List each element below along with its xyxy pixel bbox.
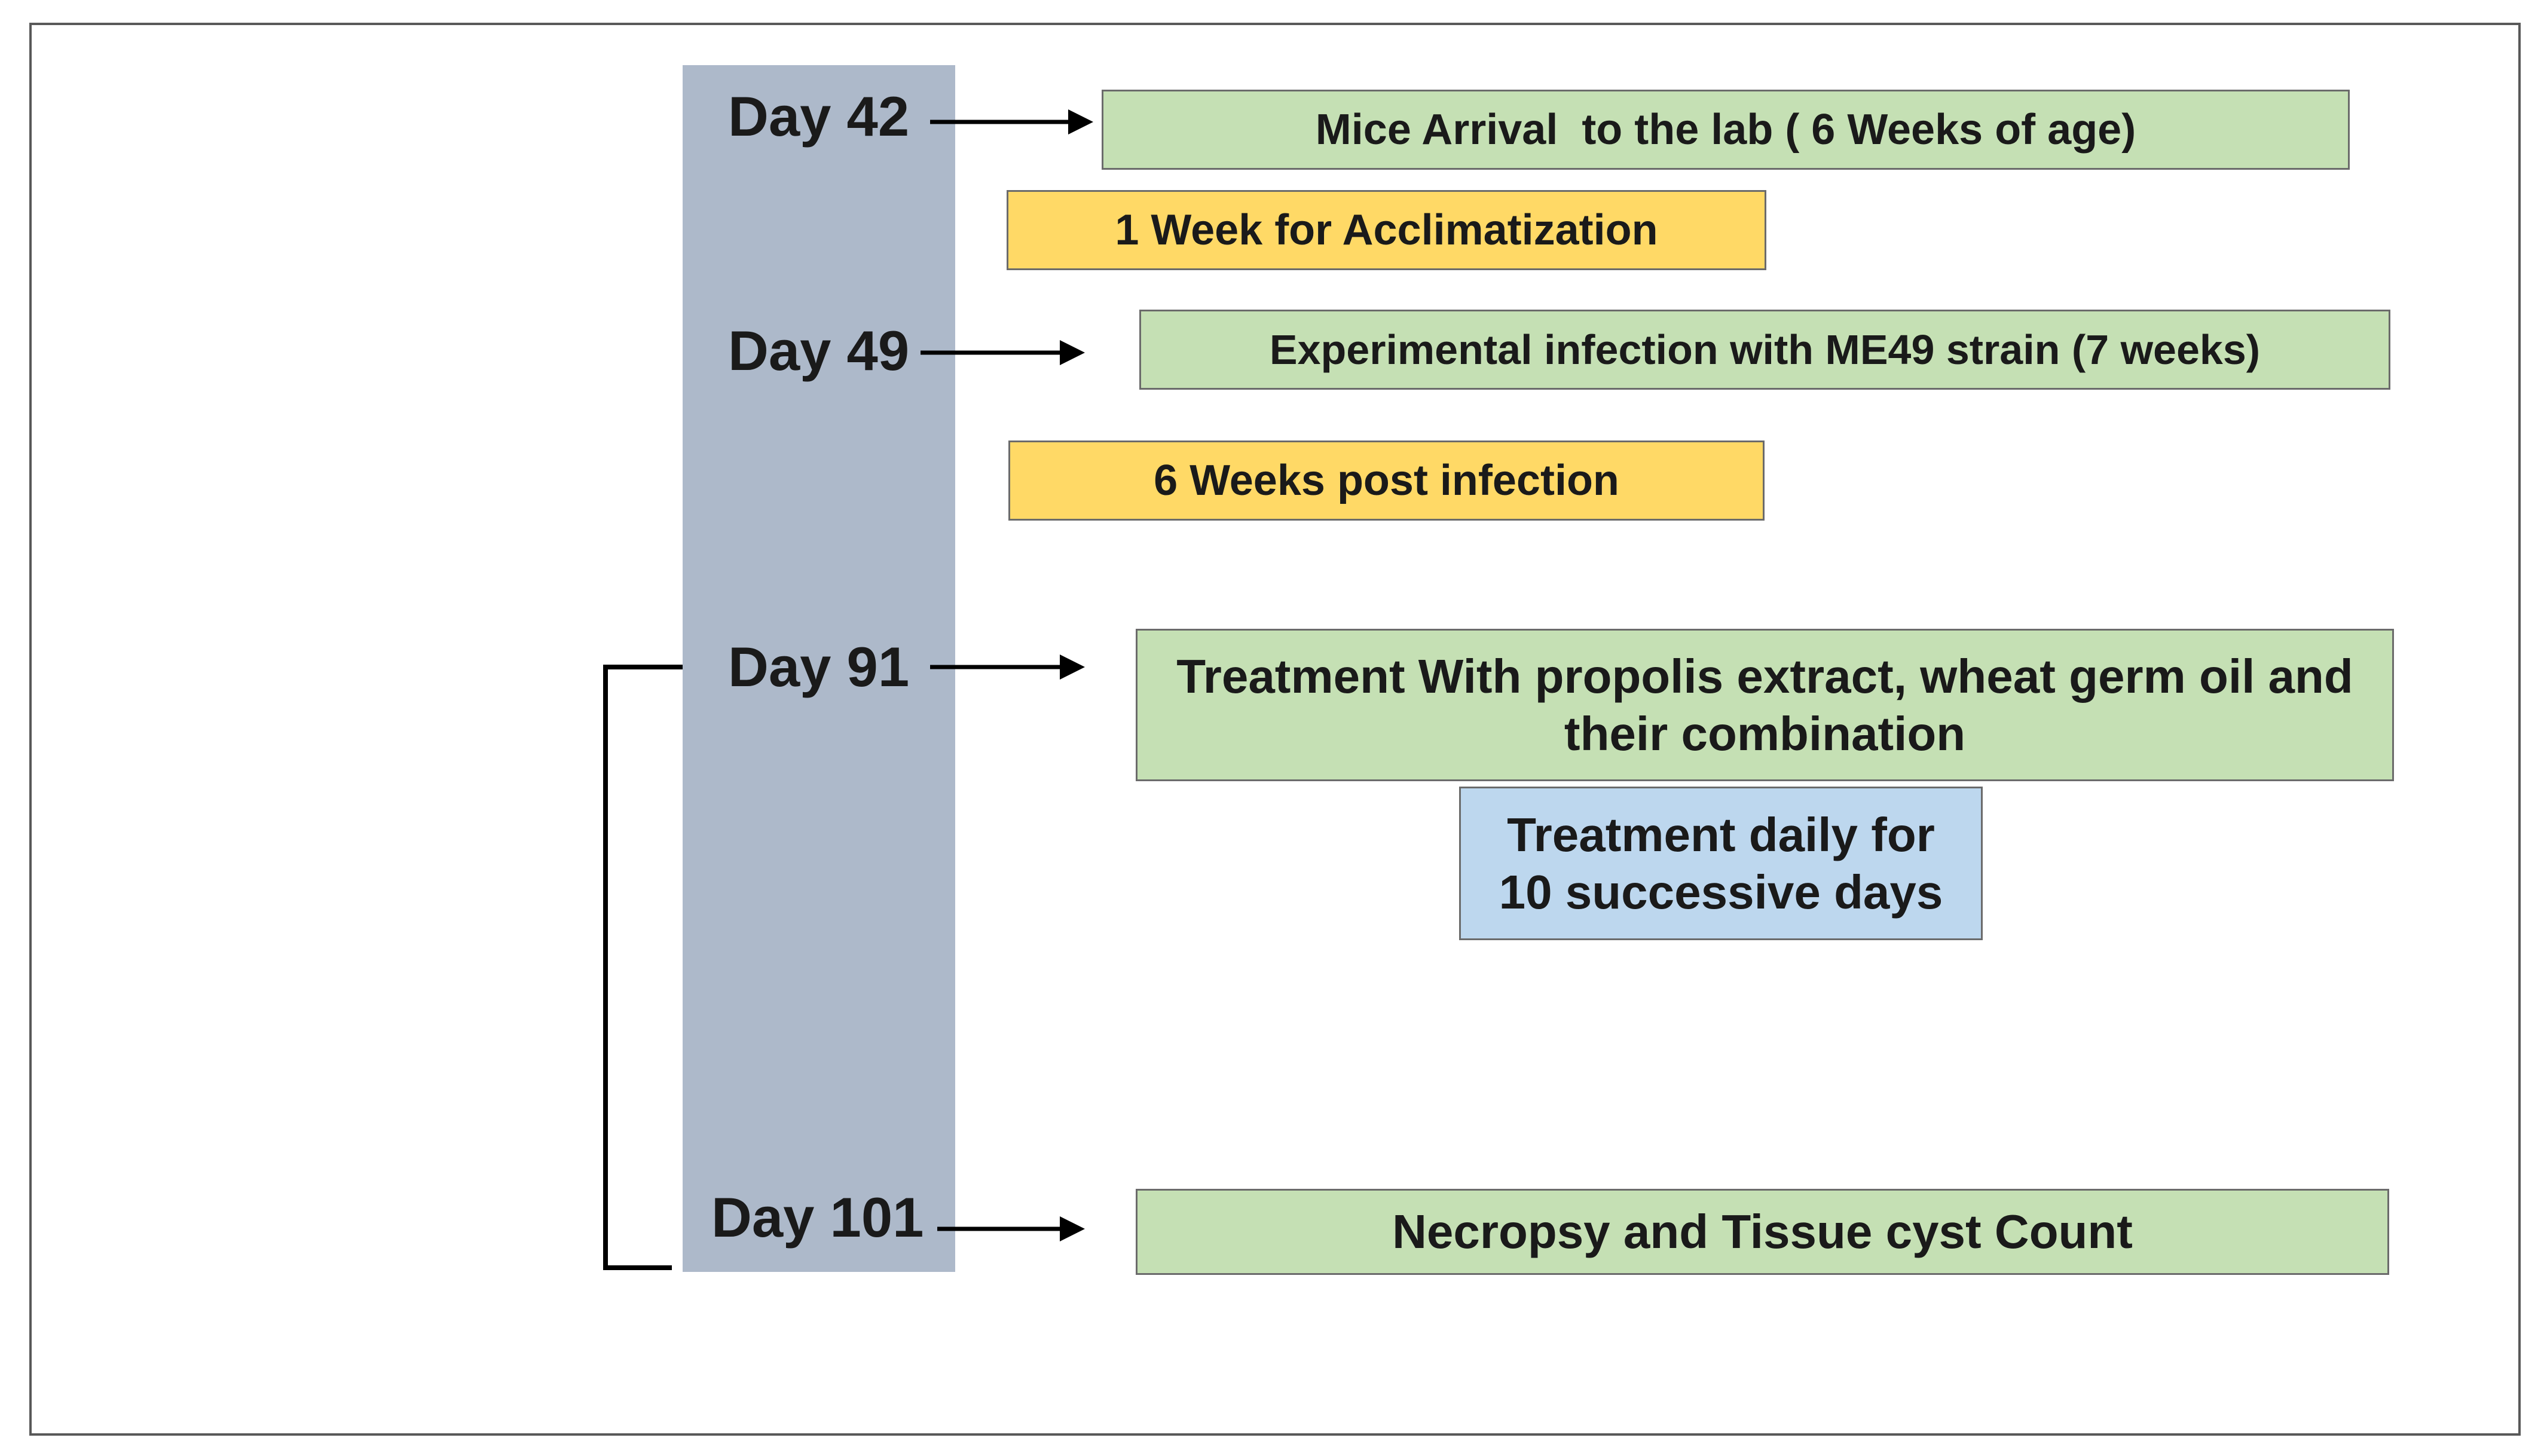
treatment-daily-line2: 10 successive days: [1499, 865, 1943, 919]
arrival-box: Mice Arrival to the lab ( 6 Weeks of age…: [1102, 90, 2350, 170]
figure-frame: [29, 23, 2521, 1436]
acclimatization-box: 1 Week for Acclimatization: [1007, 190, 1766, 270]
acclimatization-text: 1 Week for Acclimatization: [1115, 206, 1658, 254]
post-infection-text: 6 Weeks post infection: [1154, 456, 1619, 504]
infection-text: Experimental infection with ME49 strain …: [1269, 326, 2261, 373]
treatment-daily-line1: Treatment daily for: [1507, 807, 1935, 861]
treatment-bracket: [603, 665, 683, 1270]
necropsy-box: Necropsy and Tissue cyst Count: [1136, 1189, 2389, 1275]
day-label-101: Day 101: [711, 1186, 924, 1249]
treatment-text-line2: their combination: [1564, 706, 1966, 760]
arrival-text: Mice Arrival to the lab ( 6 Weeks of age…: [1315, 105, 2136, 154]
necropsy-text: Necropsy and Tissue cyst Count: [1392, 1205, 2133, 1258]
post-infection-box: 6 Weeks post infection: [1008, 441, 1765, 521]
infection-box: Experimental infection with ME49 strain …: [1139, 310, 2390, 390]
treatment-daily-box: Treatment daily for 10 successive days: [1459, 787, 1983, 940]
day-label-91: Day 91: [728, 635, 910, 698]
treatment-box: Treatment With propolis extract, wheat g…: [1136, 629, 2394, 781]
treatment-text-line1: Treatment With propolis extract, wheat g…: [1176, 649, 2353, 703]
day-label-49: Day 49: [728, 319, 910, 382]
day-label-42: Day 42: [728, 85, 910, 148]
timeline-bar: [683, 65, 955, 1272]
